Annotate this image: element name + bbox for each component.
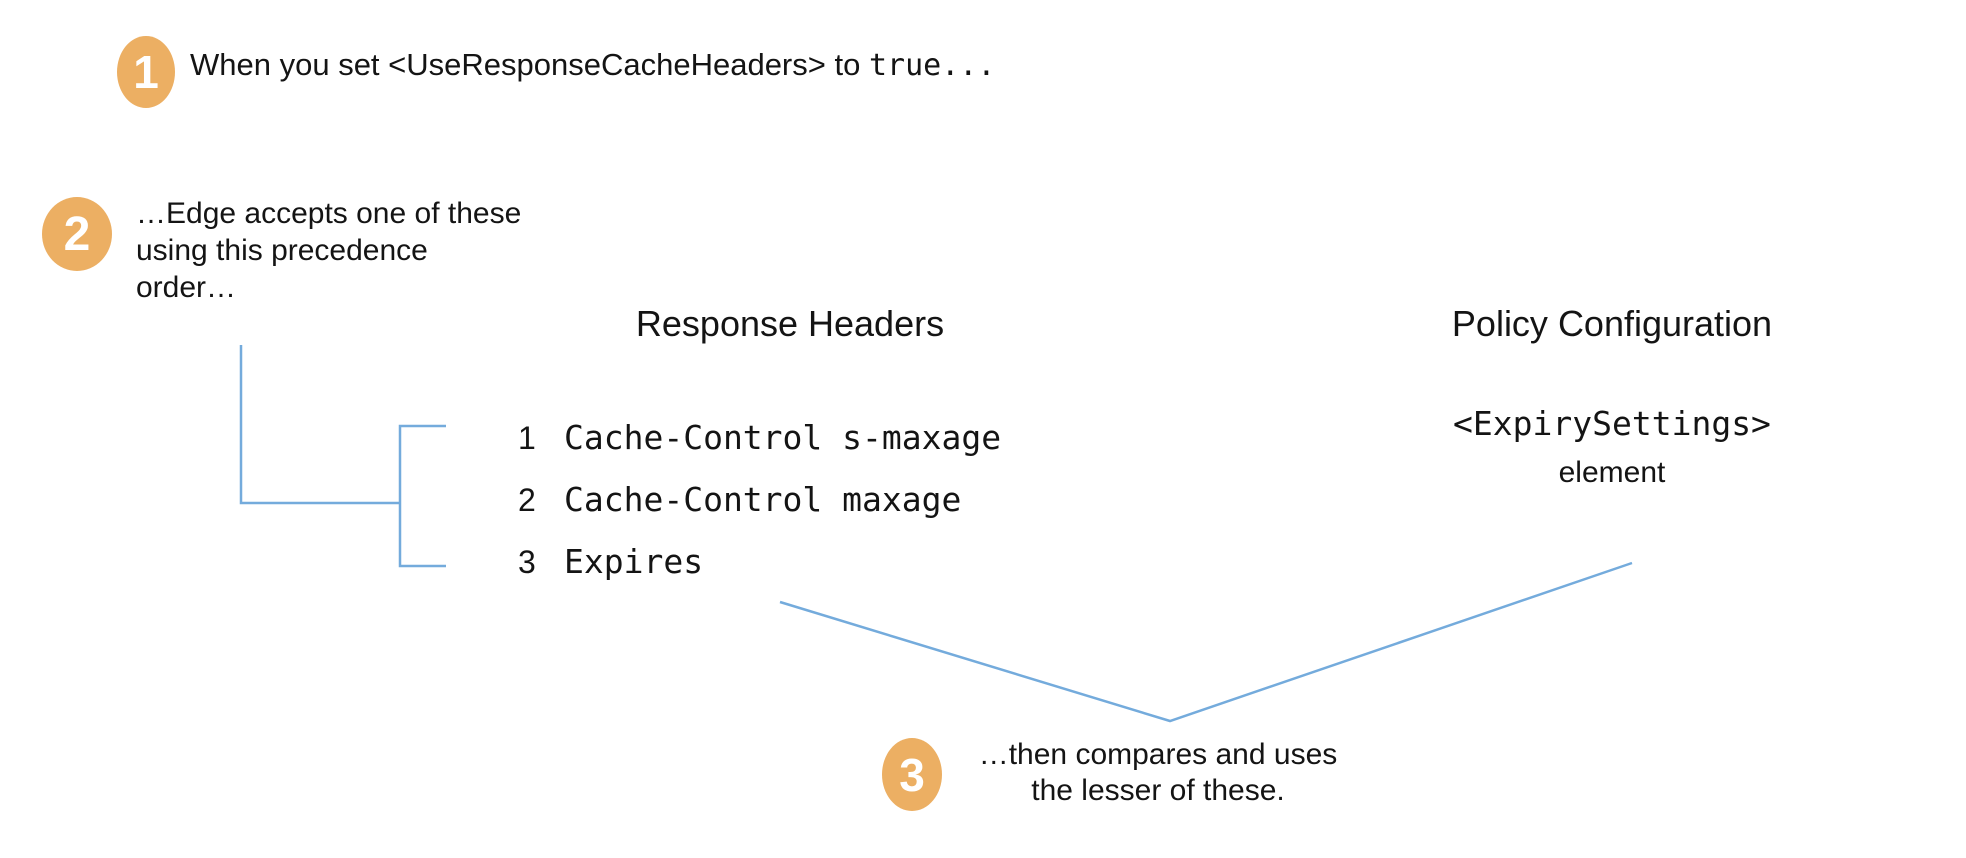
list-item-expires: 3 Expires bbox=[518, 542, 1001, 581]
step-2-line-1: …Edge accepts one of these bbox=[136, 197, 522, 230]
expiry-settings-caption: element bbox=[1558, 456, 1666, 489]
step-2-text: …Edge accepts one of these using this pr… bbox=[136, 195, 521, 306]
item-label: Cache-Control s-maxage bbox=[564, 418, 1002, 457]
list-item-s-maxage: 1 Cache-Control s-maxage bbox=[518, 418, 1001, 457]
list-item-maxage: 2 Cache-Control maxage bbox=[518, 480, 1001, 519]
policy-configuration-block: <ExpirySettings> element bbox=[1362, 404, 1862, 490]
list-bracket-line bbox=[398, 424, 446, 568]
step-2-badge: 2 bbox=[42, 197, 112, 271]
step-1-text: When you set <UseResponseCacheHeaders> t… bbox=[190, 47, 995, 83]
step-1-number: 1 bbox=[133, 46, 159, 98]
item-label: Expires bbox=[564, 542, 704, 581]
step-1-badge: 1 bbox=[117, 36, 175, 108]
expiry-settings-code: <ExpirySettings> bbox=[1453, 404, 1771, 443]
step-1-code-true: true... bbox=[868, 48, 996, 83]
item-rank: 2 bbox=[518, 482, 536, 518]
precedence-connector-line bbox=[239, 345, 400, 505]
step-3-number: 3 bbox=[899, 748, 925, 801]
item-rank: 1 bbox=[518, 420, 536, 456]
step-1-text-prefix: When you set <UseResponseCacheHeaders> t… bbox=[190, 47, 869, 82]
step-3-line-2: the lesser of these. bbox=[1031, 774, 1285, 807]
step-2-line-3: order… bbox=[136, 271, 237, 304]
compare-v-line bbox=[779, 561, 1633, 723]
step-2-number: 2 bbox=[63, 207, 91, 261]
response-headers-precedence-list: 1 Cache-Control s-maxage 2 Cache-Control… bbox=[518, 418, 1001, 604]
response-headers-title: Response Headers bbox=[635, 303, 945, 344]
policy-configuration-title: Policy Configuration bbox=[1451, 303, 1773, 344]
item-rank: 3 bbox=[518, 544, 536, 580]
step-3-badge: 3 bbox=[882, 738, 942, 811]
step-2-line-2: using this precedence bbox=[136, 234, 428, 267]
item-label: Cache-Control maxage bbox=[564, 480, 962, 519]
step-3-text: …then compares and uses the lesser of th… bbox=[958, 737, 1358, 809]
step-3-line-1: …then compares and uses bbox=[978, 738, 1338, 771]
